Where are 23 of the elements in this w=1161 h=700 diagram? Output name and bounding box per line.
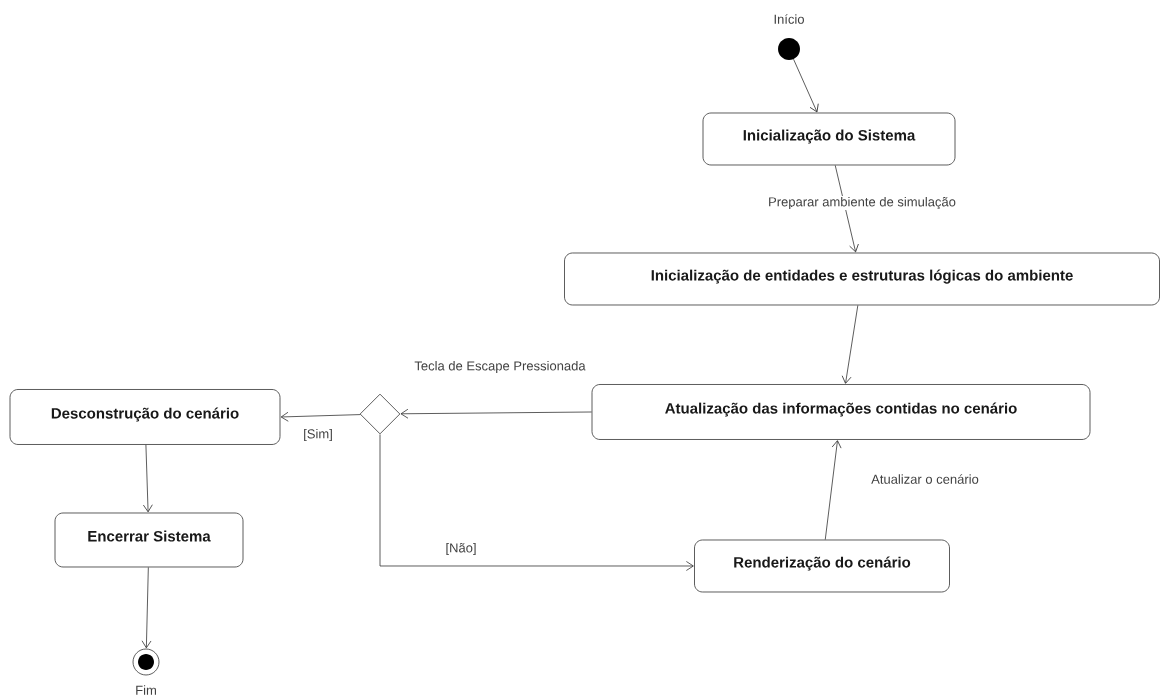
arrow xyxy=(793,58,819,113)
arrow xyxy=(841,305,859,384)
arrow xyxy=(141,567,152,649)
arrow xyxy=(142,444,153,513)
decision-diamond xyxy=(359,393,401,435)
action-box: Encerrar Sistema xyxy=(54,512,244,568)
state-label: Fim xyxy=(136,685,156,695)
action-box: Atualização das informações contidas no cenário xyxy=(591,384,1091,440)
edge-label: Atualizar o cenário xyxy=(870,473,980,485)
condition-label: Tecla de Escape Pressionada xyxy=(414,360,586,374)
arrow xyxy=(400,408,592,419)
edge-label: [Não] xyxy=(444,541,478,557)
action-box: Inicialização de entidades e estruturas lógicas do ambiente xyxy=(564,252,1160,306)
arrow xyxy=(379,434,694,571)
arrow xyxy=(834,165,859,253)
edge-label: Preparar ambiente de simulação xyxy=(767,195,957,211)
arrow xyxy=(280,411,361,422)
action-box: Inicialização do Sistema xyxy=(702,112,956,166)
state-label: Início xyxy=(774,14,804,24)
edge-label: [Sim] xyxy=(302,427,334,443)
action-box: Desconstrução do cenário xyxy=(9,389,281,445)
arrow xyxy=(824,440,842,540)
action-box: Renderização do cenário xyxy=(694,539,950,593)
